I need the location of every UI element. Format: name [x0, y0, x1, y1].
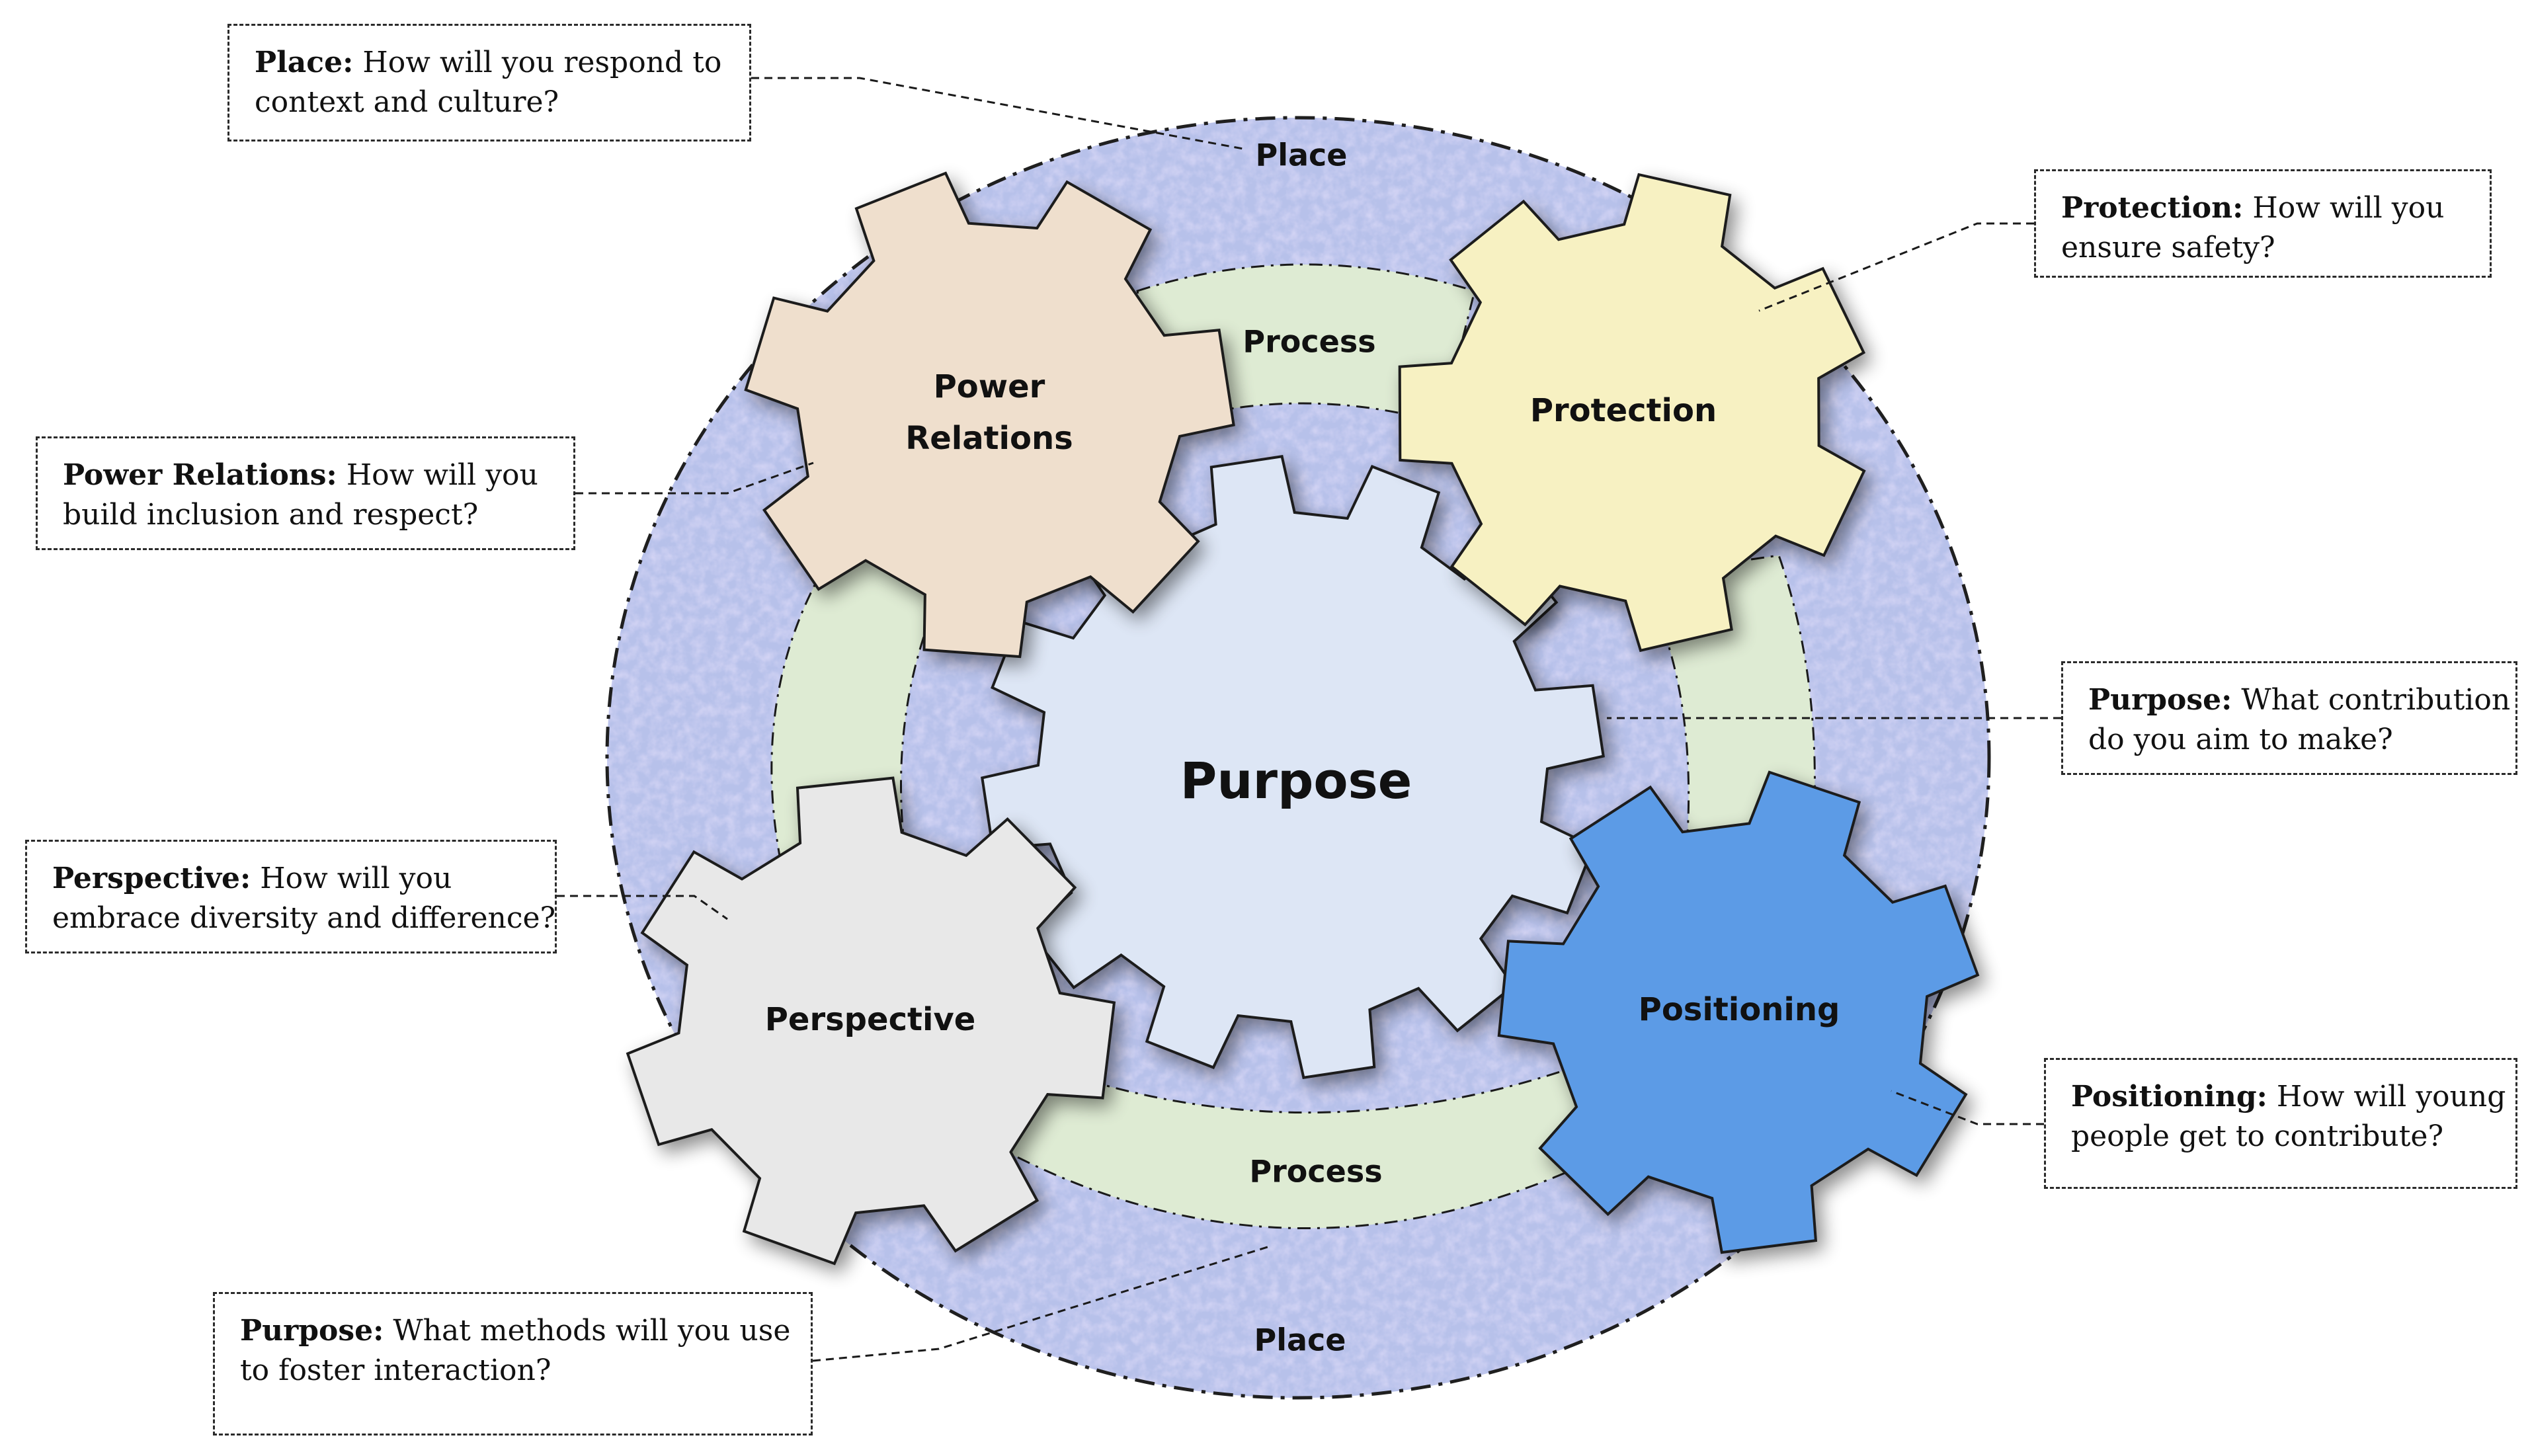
callout-place-line1: How will you respond to	[362, 46, 722, 79]
callout-power-relations: Power Relations: How will you build incl…	[36, 436, 575, 550]
gear-perspective	[626, 776, 1116, 1266]
gears	[626, 171, 1980, 1266]
callout-purpose-methods-title: Purpose:	[240, 1314, 384, 1348]
power-relations-label-line2: Relations	[905, 420, 1073, 457]
callout-purpose-methods: Purpose: What methods will you use to fo…	[213, 1292, 813, 1436]
leader-place	[751, 77, 1244, 150]
callout-perspective: Perspective: How will you embrace divers…	[25, 840, 557, 953]
callout-positioning-line2: people get to contribute?	[2071, 1119, 2444, 1153]
callout-power-relations-line2: build inclusion and respect?	[63, 498, 479, 532]
purpose-gear-label: Purpose	[1180, 751, 1412, 810]
callout-power-relations-title: Power Relations:	[63, 458, 337, 492]
gear-purpose	[981, 455, 1605, 1079]
callout-purpose-contribution: Purpose: What contribution do you aim to…	[2061, 661, 2517, 775]
callout-positioning-title: Positioning:	[2071, 1080, 2267, 1113]
callout-purpose-contribution-title: Purpose:	[2088, 683, 2232, 717]
leader-purpose-methods	[812, 1245, 1270, 1362]
place-label-bottom: Place	[1254, 1322, 1346, 1358]
protection-gear-label: Protection	[1530, 392, 1717, 429]
callout-purpose-contribution-line1: What contribution	[2241, 683, 2511, 717]
callout-place-line2: context and culture?	[255, 85, 559, 119]
callout-protection-line2: ensure safety?	[2061, 231, 2275, 264]
gear-positioning	[1497, 770, 1980, 1254]
process-label-top: Process	[1243, 324, 1375, 360]
positioning-gear-label: Positioning	[1639, 991, 1840, 1028]
leader-perspective	[557, 895, 728, 920]
callout-place: Place: How will you respond to context a…	[227, 24, 751, 142]
callout-protection: Protection: How will you ensure safety?	[2034, 169, 2492, 278]
gear-power-relations	[744, 171, 1235, 659]
diagram-labels: Place Place Process Process Purpose Powe…	[765, 138, 1840, 1358]
callout-place-title: Place:	[255, 46, 354, 79]
place-label-top: Place	[1256, 138, 1348, 173]
callout-perspective-title: Perspective:	[52, 862, 251, 895]
process-band-bottom	[991, 1049, 1615, 1229]
callout-power-relations-line1: How will you	[346, 458, 538, 492]
process-label-bottom: Process	[1249, 1154, 1382, 1190]
perspective-gear-label: Perspective	[765, 1001, 976, 1038]
place-ring-border	[605, 116, 1991, 1400]
callout-protection-line1: How will you	[2252, 191, 2445, 225]
callout-purpose-contribution-line2: do you aim to make?	[2088, 723, 2393, 756]
callout-positioning-line1: How will young	[2276, 1080, 2506, 1113]
leader-protection	[1758, 222, 2034, 312]
leader-power-relations	[575, 462, 814, 495]
leader-positioning	[1891, 1090, 2044, 1125]
callout-purpose-methods-line1: What methods will you use	[393, 1314, 791, 1348]
gear-protection	[1398, 173, 1866, 653]
power-relations-label-line1: Power	[934, 368, 1045, 405]
callout-perspective-line2: embrace diversity and difference?	[52, 901, 556, 935]
callout-purpose-methods-line2: to foster interaction?	[240, 1354, 551, 1387]
callout-protection-title: Protection:	[2061, 191, 2244, 225]
callout-perspective-line1: How will you	[260, 862, 452, 895]
leader-lines	[557, 77, 2061, 1362]
callout-positioning: Positioning: How will young people get t…	[2044, 1058, 2517, 1189]
